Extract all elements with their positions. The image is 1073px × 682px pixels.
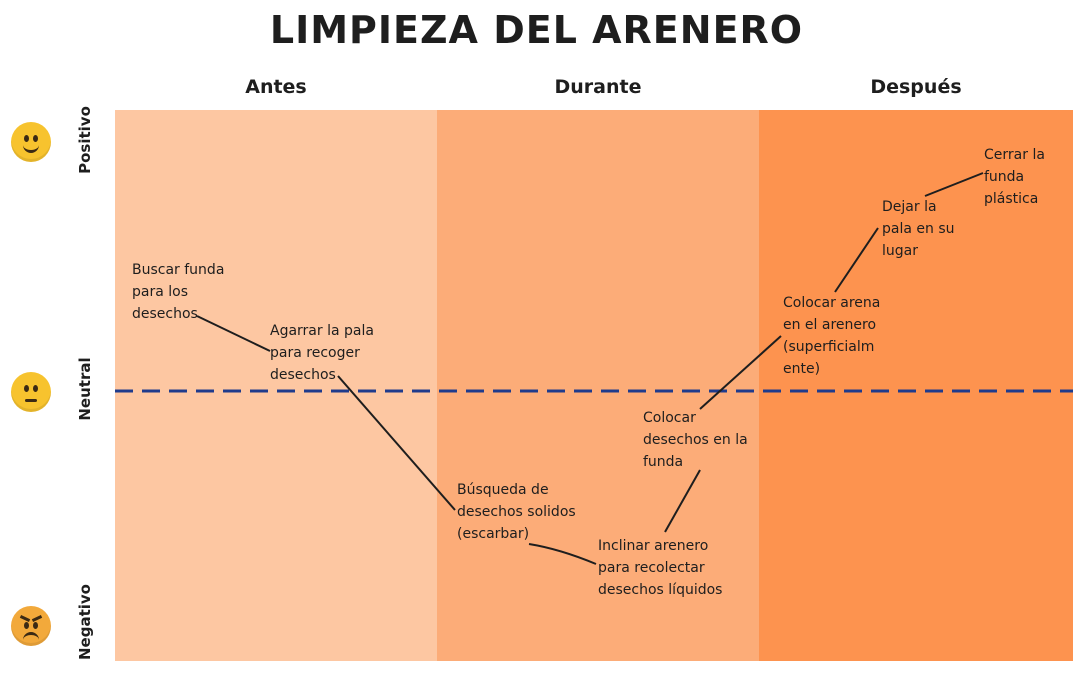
phase-header-antes: Antes: [245, 76, 307, 98]
connector-2: [337, 375, 456, 511]
connector-3: [528, 543, 597, 565]
connector-7: [924, 172, 984, 197]
phase-header-despues: Después: [870, 76, 962, 98]
connector-4: [664, 469, 701, 533]
neutral-face-icon: [11, 372, 51, 412]
connector-1: [196, 315, 271, 352]
step-dejar-pala: Dejar la pala en su lugar: [882, 199, 955, 259]
step-agarrar-pala: Agarrar la pala para recoger desechos: [270, 323, 374, 383]
journey-lines: [115, 172, 1073, 565]
step-inclinar-arenero: Inclinar arenero para recolectar desecho…: [598, 538, 723, 598]
diagram-title: LIMPIEZA DEL ARENERO: [269, 8, 804, 52]
step-colocar-desechos: Colocar desechos en la funda: [643, 410, 748, 470]
step-busqueda-desechos: Búsqueda de desechos solidos (escarbar): [457, 482, 576, 542]
angry-face-icon: [11, 606, 51, 646]
smiling-face-icon: [11, 122, 51, 162]
step-colocar-arena: Colocar arena en el arenero (superficial…: [783, 295, 881, 377]
connector-5: [699, 335, 782, 410]
phase-header-durante: Durante: [554, 76, 642, 98]
phase-column-antes: [115, 110, 437, 661]
step-cerrar-funda: Cerrar la funda plástica: [984, 147, 1045, 207]
phase-column-despues: [759, 110, 1073, 661]
step-buscar-funda: Buscar funda para los desechos: [132, 262, 225, 322]
phase-column-durante: [437, 110, 759, 661]
connector-6: [834, 227, 879, 293]
